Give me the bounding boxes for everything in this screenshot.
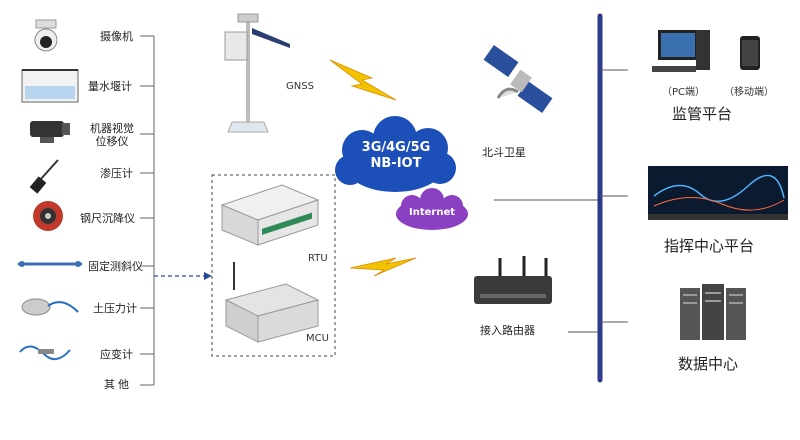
command-platform-label: 指挥中心平台 bbox=[664, 237, 755, 255]
sensor-label-settlement-gauge: 钢尺沉降仪 bbox=[80, 212, 135, 225]
satellite-label: 北斗卫星 bbox=[482, 146, 526, 159]
router-icon bbox=[474, 256, 552, 304]
cloud-label-cellular: 3G/4G/5G bbox=[361, 140, 431, 155]
inclinometer-icon bbox=[18, 261, 82, 267]
mcu-device-icon bbox=[224, 262, 320, 343]
lightning-bolt-icon-1 bbox=[329, 59, 397, 101]
datacenter-label: 数据中心 bbox=[678, 355, 739, 373]
internet-cloud bbox=[396, 188, 468, 230]
piezometer-icon bbox=[29, 159, 59, 194]
sensor-to-rtu-arrow bbox=[154, 272, 212, 280]
rtu-device-icon bbox=[220, 184, 320, 246]
router-label: 接入路由器 bbox=[480, 324, 535, 337]
pc-label: （PC端） bbox=[662, 87, 706, 98]
cellular-cloud bbox=[335, 116, 456, 192]
pc-icon bbox=[652, 30, 710, 72]
mobile-phone-icon bbox=[740, 36, 760, 70]
mobile-label: （移动端） bbox=[724, 87, 774, 98]
gnss-station-icon bbox=[224, 13, 290, 133]
sensor-label-earth-pressure: 土压力计 bbox=[93, 302, 137, 315]
lightning-bolt-icon-2 bbox=[349, 257, 417, 277]
camera-icon bbox=[34, 19, 58, 52]
sensor-label-weir-meter: 量水堰计 bbox=[88, 80, 132, 93]
sensor-label-strain-gauge: 应变计 bbox=[100, 348, 133, 361]
monitor-platform-label: 监管平台 bbox=[672, 105, 733, 123]
gnss-label: GNSS bbox=[286, 81, 314, 92]
settlement-gauge-icon bbox=[33, 201, 63, 231]
sensor-bracket bbox=[140, 35, 155, 386]
server-rack-icon bbox=[680, 284, 746, 340]
satellite-icon bbox=[483, 45, 553, 113]
strain-gauge-icon bbox=[19, 345, 71, 361]
earth-pressure-icon bbox=[21, 298, 79, 316]
sensor-label-camera: 摄像机 bbox=[100, 30, 133, 43]
sensor-label-vision-displacement: 机器视觉 位移仪 bbox=[90, 122, 134, 148]
command-center-screen-icon bbox=[648, 166, 788, 220]
rtu-label: RTU bbox=[308, 253, 328, 264]
rtu-mcu-box bbox=[211, 174, 336, 357]
vision-displacement-icon bbox=[30, 121, 70, 143]
weir-meter-icon bbox=[21, 69, 79, 103]
sensor-label-piezometer: 渗压计 bbox=[100, 167, 133, 180]
sensor-label-other: 其他 bbox=[104, 378, 132, 391]
mcu-label: MCU bbox=[306, 333, 329, 344]
sensor-label-inclinometer: 固定测斜仪 bbox=[88, 260, 143, 273]
cloud-label-nbiot: NB-IOT bbox=[370, 156, 422, 171]
cloud-label-internet: Internet bbox=[408, 207, 455, 218]
